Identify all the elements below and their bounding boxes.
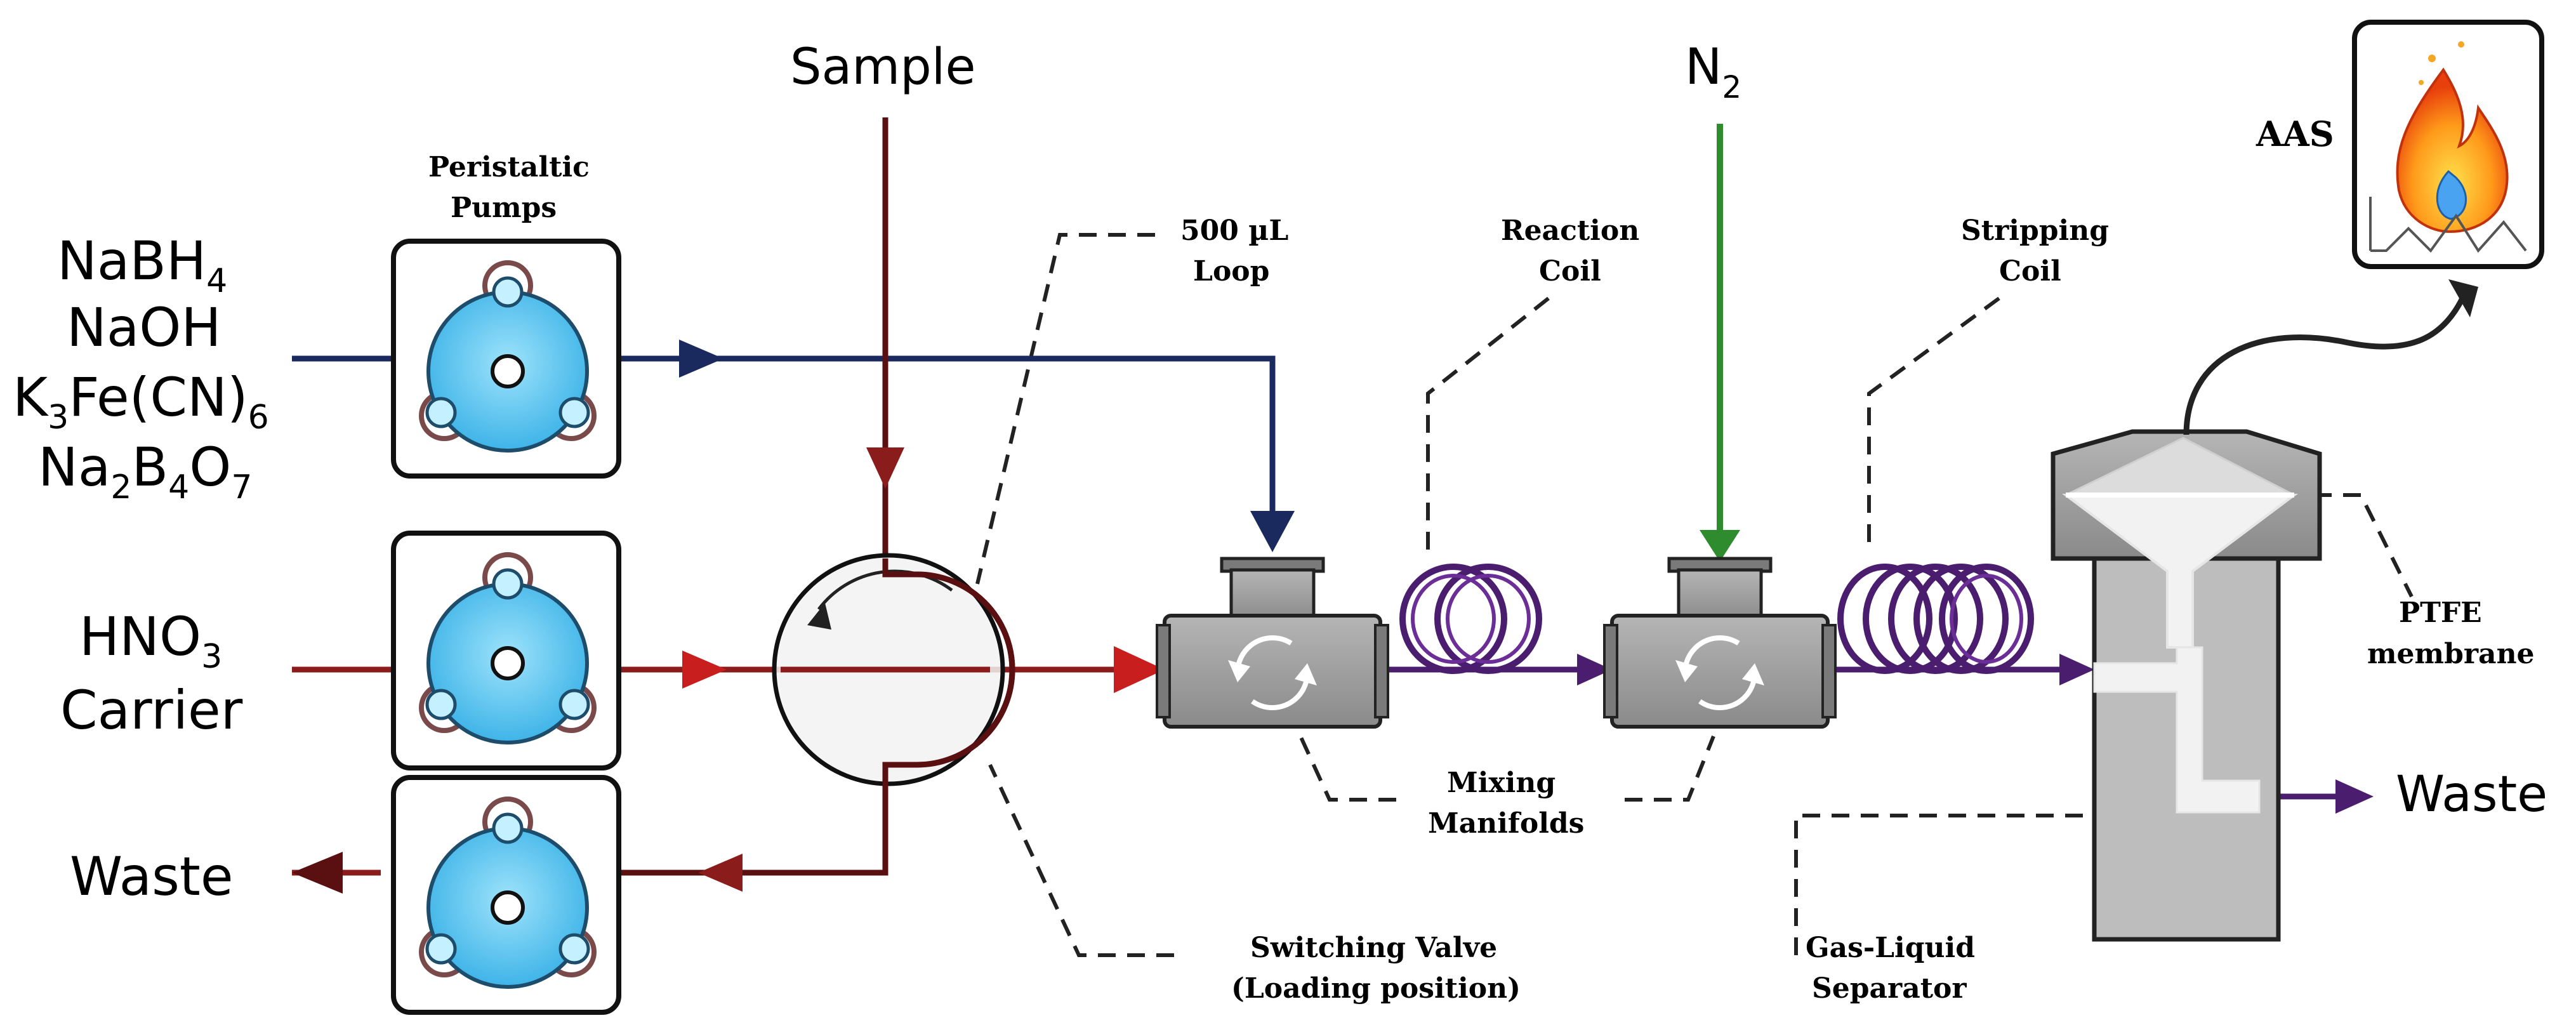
- carrier-arrow-2: [1114, 646, 1165, 693]
- switching-valve-label-2: (Loading position): [1231, 972, 1521, 1005]
- gas-liquid-separator: [2051, 429, 2322, 942]
- n2-label: N2: [1685, 39, 1741, 105]
- mixing-leader-left: [1293, 722, 1396, 802]
- stripping-coil-leader: [1867, 296, 2000, 552]
- reagent-ferricyanide: K3Fe(CN)6: [13, 366, 269, 437]
- loop-label-1: 500 µL: [1180, 215, 1288, 247]
- mixing-label-1: Mixing: [1447, 767, 1556, 799]
- carrier-label: Carrier: [60, 679, 243, 741]
- switching-valve-label-1: Switching Valve: [1250, 932, 1497, 964]
- gas-to-aas-arrow: [2448, 279, 2478, 317]
- spectrum-icon: [2370, 213, 2527, 253]
- reagent-borax: Na2B4O7: [38, 436, 253, 506]
- reagent-naoh: NaOH: [67, 296, 221, 359]
- aas-label: AAS: [2256, 114, 2334, 154]
- pump-reagent: [391, 239, 621, 479]
- reagent-label: NaBH4 NaOH K3Fe(CN)6 Na2B4O7: [13, 230, 269, 506]
- sample-label: Sample: [790, 39, 975, 96]
- waste-arrow-right: [2335, 779, 2374, 814]
- aas-instrument: [2352, 20, 2544, 269]
- carrier-arrow-1: [682, 651, 727, 689]
- svg-text:HNO3: HNO3: [79, 605, 222, 676]
- reagent-nabh4: NaBH4: [57, 230, 227, 300]
- loop-leader: [975, 233, 1155, 585]
- waste-label-left: Waste: [70, 845, 234, 908]
- reaction-coil-label-1: Reaction: [1501, 215, 1639, 247]
- ptfe-label-2: membrane: [2367, 638, 2535, 670]
- n2-line: [1700, 124, 1740, 562]
- pump-waste: [391, 775, 621, 1015]
- gls-leader: [1794, 814, 2101, 955]
- ptfe-label-1: PTFE: [2399, 597, 2482, 629]
- mixing-manifold-2: [1603, 557, 1837, 729]
- switching-valve-leader: [988, 764, 1174, 957]
- waste-label-right: Waste: [2396, 766, 2547, 823]
- waste-arrow-mid: [698, 854, 743, 892]
- reaction-coil: [1399, 564, 1542, 674]
- reaction-coil-label-2: Coil: [1539, 255, 1601, 288]
- gls-label-1: Gas-Liquid: [1806, 932, 1975, 964]
- reagent-arrow: [679, 340, 723, 378]
- loop-label-2: Loop: [1193, 255, 1269, 288]
- stripping-coil-label-2: Coil: [1999, 255, 2061, 288]
- stripping-coil-label-1: Stripping: [1961, 215, 2109, 247]
- svg-text:N2: N2: [1685, 39, 1741, 105]
- mixed-arrow-1: [1577, 654, 1612, 685]
- peristaltic-label-2: Pumps: [451, 192, 557, 224]
- flame-icon: [2396, 41, 2509, 234]
- reagent-line: [292, 355, 1276, 520]
- gls-label-2: Separator: [1812, 972, 1967, 1005]
- pump-carrier: [391, 531, 621, 770]
- leader-lines: [975, 233, 2414, 957]
- loop-arc-icon: [817, 569, 953, 611]
- reagent-down-arrow: [1250, 511, 1295, 552]
- stripping-coil: [1837, 564, 2034, 674]
- waste-arrow-left: [292, 852, 343, 894]
- mixing-manifold-1: [1156, 557, 1389, 729]
- mixing-label-2: Manifolds: [1428, 807, 1584, 840]
- sample-down-arrow: [866, 447, 904, 489]
- valve-sample-loop: [882, 559, 1015, 787]
- ptfe-leader: [2285, 493, 2414, 598]
- mixed-arrow-2: [2059, 654, 2094, 685]
- reaction-coil-leader: [1426, 296, 1550, 552]
- gas-to-aas-line: [2183, 296, 2466, 435]
- mixing-leader-right: [1625, 735, 1715, 802]
- hno3-label: HNO3: [79, 605, 222, 676]
- peristaltic-label-1: Peristaltic: [428, 151, 590, 183]
